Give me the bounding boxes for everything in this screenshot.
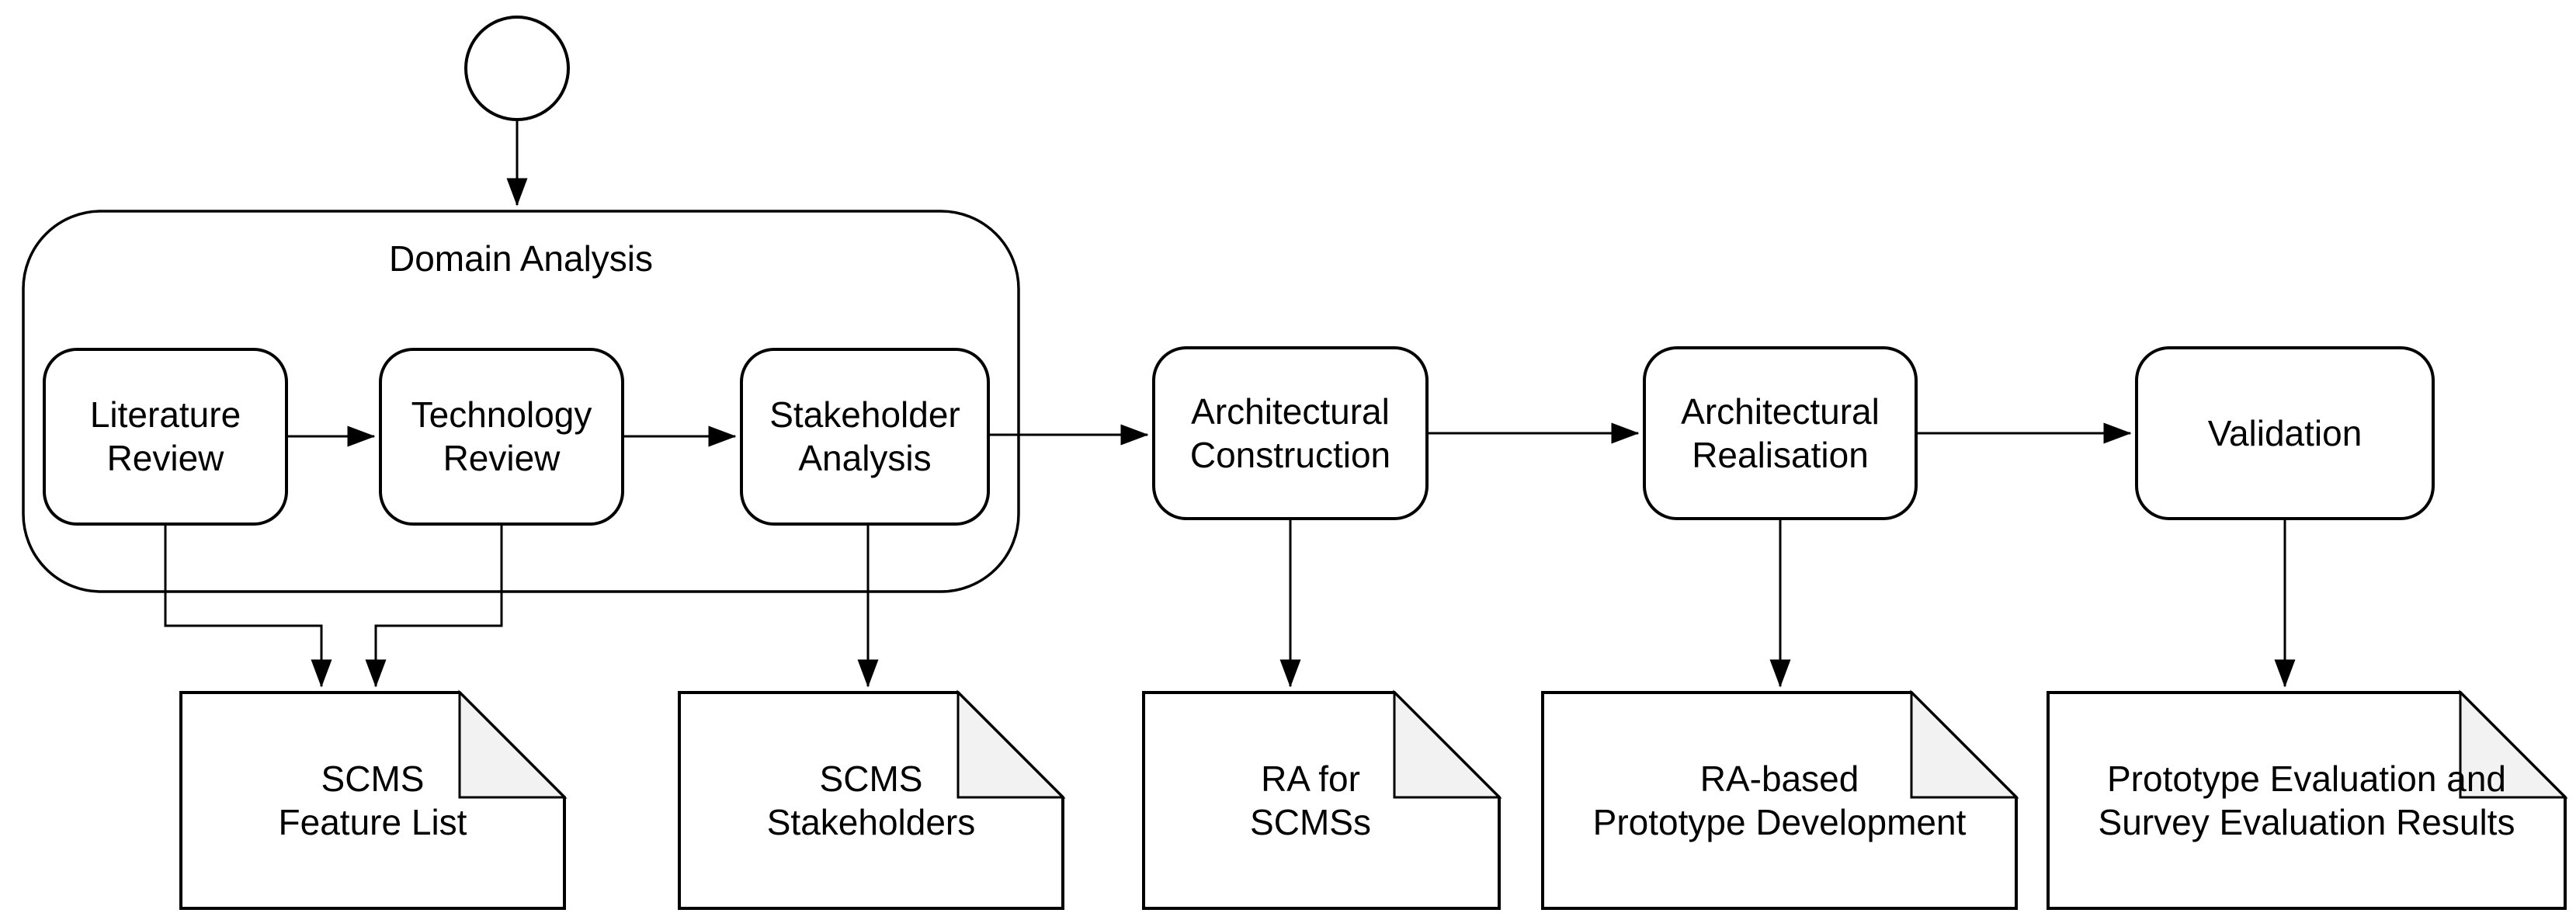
ra-based-prototype-development-label-line2: Prototype Development — [1593, 802, 1967, 842]
ra-for-scmss-label-line1: RA for — [1261, 759, 1360, 799]
start-node-circle — [464, 16, 570, 121]
technology-review-label-line2: Review — [443, 438, 561, 478]
edge-technology-to-feature-list — [365, 524, 503, 688]
scms-stakeholders-doc — [678, 691, 1064, 910]
edge-literature-to-feature-list — [164, 524, 332, 688]
stakeholder-analysis-label-line1: Stakeholder — [769, 394, 960, 435]
scms-feature-list-doc-fold — [458, 689, 568, 799]
architectural-construction-label-line2: Construction — [1190, 435, 1390, 475]
scms-feature-list-label-line1: SCMS — [321, 759, 425, 799]
prototype-evaluation-results-label-line2: Survey Evaluation Results — [2099, 802, 2515, 842]
architectural-construction-box — [1152, 346, 1429, 520]
literature-review-label-line1: Literature — [90, 394, 241, 435]
prototype-evaluation-results-doc-fold — [2459, 689, 2568, 799]
domain-analysis-container — [22, 210, 1020, 593]
ra-for-scmss-doc — [1142, 691, 1501, 910]
literature-review-box — [43, 348, 288, 526]
architectural-construction-label-line1: Architectural — [1191, 391, 1390, 432]
technology-review-label-line1: Technology — [411, 394, 592, 435]
ra-based-prototype-development-label-line1: RA-based — [1700, 759, 1859, 799]
ra-based-prototype-development-doc — [1541, 691, 2018, 910]
scms-stakeholders-doc-fold — [956, 689, 1066, 799]
literature-review-label-line2: Review — [107, 438, 225, 478]
architectural-realisation-box — [1643, 346, 1918, 520]
stakeholder-analysis-label-line2: Analysis — [798, 438, 931, 478]
architectural-realisation-label-line1: Architectural — [1681, 391, 1880, 432]
validation-label: Validation — [2208, 413, 2362, 453]
scms-feature-list-doc — [179, 691, 566, 910]
stakeholder-analysis-box — [740, 348, 990, 526]
scms-stakeholders-label-line1: SCMS — [820, 759, 923, 799]
technology-review-box — [379, 348, 624, 526]
ra-based-prototype-development-doc-fold — [1910, 689, 2019, 799]
scms-stakeholders-label-line2: Stakeholders — [767, 802, 976, 842]
prototype-evaluation-results-label-line1: Prototype Evaluation and — [2107, 759, 2506, 799]
prototype-evaluation-results-doc — [2047, 691, 2567, 910]
ra-for-scmss-label-line2: SCMSs — [1250, 802, 1371, 842]
ra-for-scmss-doc-fold — [1393, 689, 1502, 799]
domain-analysis-label: Domain Analysis — [389, 238, 653, 279]
scms-feature-list-label-line2: Feature List — [279, 802, 467, 842]
architectural-realisation-label-line2: Realisation — [1692, 435, 1869, 475]
